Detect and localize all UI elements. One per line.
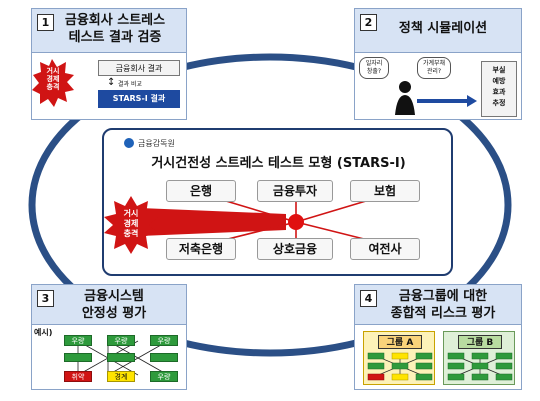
q1-compare-label: 결과 비교 xyxy=(118,81,142,88)
cycle-ellipse xyxy=(28,53,512,357)
q3-title-line2: 안정성 평가 xyxy=(81,306,147,321)
q2-bubble-jobs: 일자리 창출? xyxy=(359,57,389,79)
q3-top-2: 우량 xyxy=(150,335,178,346)
group-b-label: 그룹 B xyxy=(458,335,502,349)
q2-title: 정책 시뮬레이션 xyxy=(398,21,488,36)
q2-bubble-debt: 가계부채 관리? xyxy=(417,57,451,79)
q3-title-line1: 금융시스템 xyxy=(84,289,144,304)
q2-header: 2 정책 시뮬레이션 xyxy=(354,8,522,52)
q2-result-box: 부실 예방 효과 추정 xyxy=(481,61,517,117)
q4-title-line1: 금융그룹에 대한 xyxy=(398,289,488,304)
node-investment: 금융투자 xyxy=(257,180,333,202)
node-mutual-finance: 상호금융 xyxy=(257,238,333,260)
q1-title-line2: 테스트 결과 검증 xyxy=(68,30,162,45)
q2-body: 일자리 창출? 가계부채 관리? STARS-Ⅰ 부실 예방 효과 추정 xyxy=(354,52,522,120)
q1-body: 거시 경제 충격 금융회사 결과 ↕ 결과 비교 STARS-Ⅰ 결과 xyxy=(31,52,187,120)
q3-bottom-0: 취약 xyxy=(64,371,92,382)
q4-header: 4 금융그룹에 대한 종합적 리스크 평가 xyxy=(354,284,522,324)
node-bank: 은행 xyxy=(166,180,236,202)
q4-title-line2: 종합적 리스크 평가 xyxy=(390,306,496,321)
group-a-panel: 그룹 A xyxy=(363,331,435,385)
q2-number: 2 xyxy=(360,14,377,31)
node-savings-bank: 저축은행 xyxy=(166,238,236,260)
node-insurance: 보험 xyxy=(350,180,420,202)
org-label: 금융감독원 xyxy=(138,139,175,148)
q3-mid-0 xyxy=(64,353,92,362)
q3-bottom-1: 경계 xyxy=(107,371,135,382)
q1-starburst xyxy=(32,59,74,107)
q2-stars-label: STARS-Ⅰ xyxy=(430,89,462,97)
q3-example-label: 예시) xyxy=(34,328,53,337)
group-b-network xyxy=(447,352,513,381)
q3-header: 3 금융시스템 안정성 평가 xyxy=(31,284,187,324)
q3-mid-2 xyxy=(150,353,178,362)
q1-number: 1 xyxy=(37,14,54,31)
group-a-label: 그룹 A xyxy=(378,335,422,349)
q3-top-1: 우량 xyxy=(107,335,135,346)
q3-number: 3 xyxy=(37,290,54,307)
q1-shock-label: 거시 경제 충격 xyxy=(46,67,60,91)
center-title: 거시건전성 스트레스 테스트 모형 (STARS-Ⅰ) xyxy=(151,156,406,171)
q3-top-0: 우량 xyxy=(64,335,92,346)
fss-logo-icon xyxy=(124,138,134,148)
q3-body: 예시) 우량 우량 우량 취약 경계 우량 xyxy=(31,324,187,390)
person-icon xyxy=(395,81,477,115)
q1-compare-arrow-icon: ↕ xyxy=(107,77,116,88)
q1-box-top: 금융회사 결과 xyxy=(98,60,180,76)
q4-body: 그룹 A 그룹 B xyxy=(354,324,522,390)
q1-title-line1: 금융회사 스트레스 xyxy=(64,13,166,28)
q4-number: 4 xyxy=(360,290,377,307)
node-credit-finance: 여전사 xyxy=(350,238,420,260)
center-shock-label: 거시 경제 충격 xyxy=(123,209,139,238)
q1-box-bottom: STARS-Ⅰ 결과 xyxy=(98,90,180,108)
group-b-panel: 그룹 B xyxy=(443,331,515,385)
group-a-network xyxy=(367,352,433,381)
q1-header: 1 금융회사 스트레스 테스트 결과 검증 xyxy=(31,8,187,52)
q3-mid-1 xyxy=(107,353,135,362)
q3-bottom-2: 우량 xyxy=(150,371,178,382)
